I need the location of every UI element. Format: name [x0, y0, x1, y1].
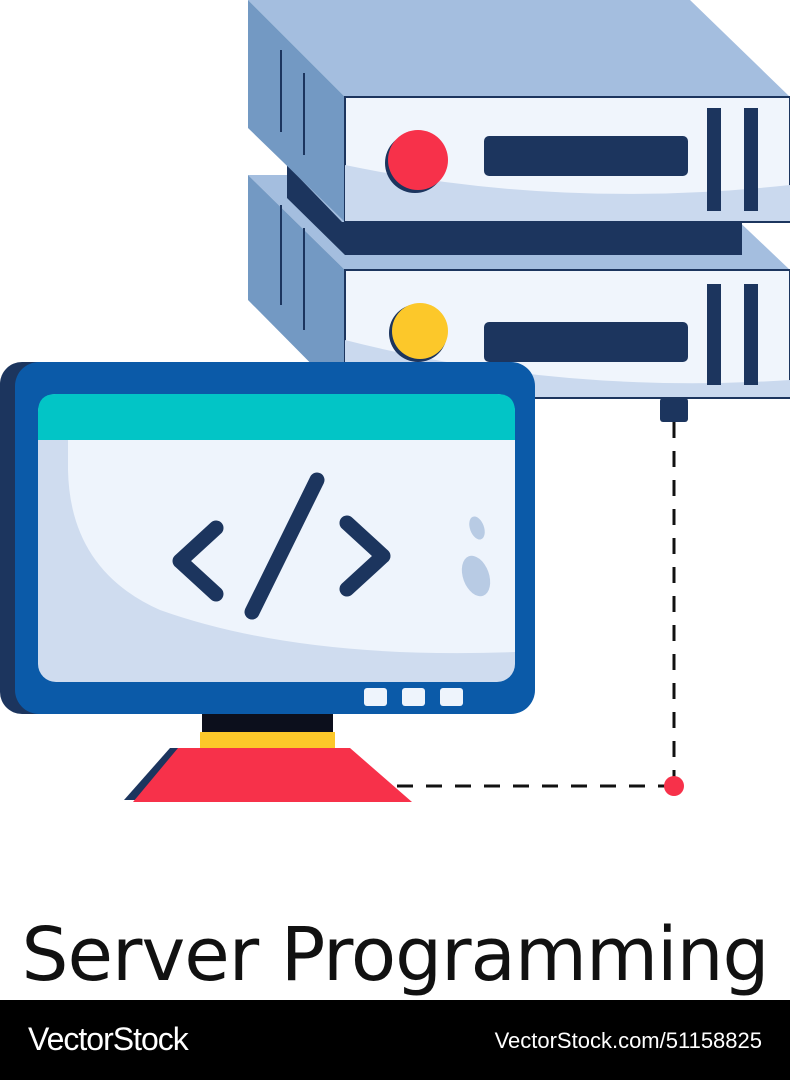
server-programming-illustration	[0, 0, 790, 802]
network-cable-icon	[395, 398, 688, 796]
cable-endpoint	[664, 776, 684, 796]
code-brackets-icon	[172, 472, 391, 620]
monitor-icon	[0, 362, 535, 802]
server-unit-upper	[248, 0, 790, 223]
monitor-button	[364, 688, 387, 706]
illustration-caption: Server Programming	[21, 912, 770, 998]
monitor-button	[440, 688, 463, 706]
drive-slot	[484, 136, 688, 176]
watermark-footer: VectorStock VectorStock.com/51158825	[0, 1000, 790, 1080]
server-rack-icon	[248, 0, 790, 399]
image-reference: VectorStock.com/51158825	[494, 1028, 762, 1053]
monitor-button	[402, 688, 425, 706]
drive-slot	[484, 322, 688, 362]
screen-header-bar	[38, 394, 515, 440]
brand-logo: VectorStock	[28, 1021, 189, 1057]
